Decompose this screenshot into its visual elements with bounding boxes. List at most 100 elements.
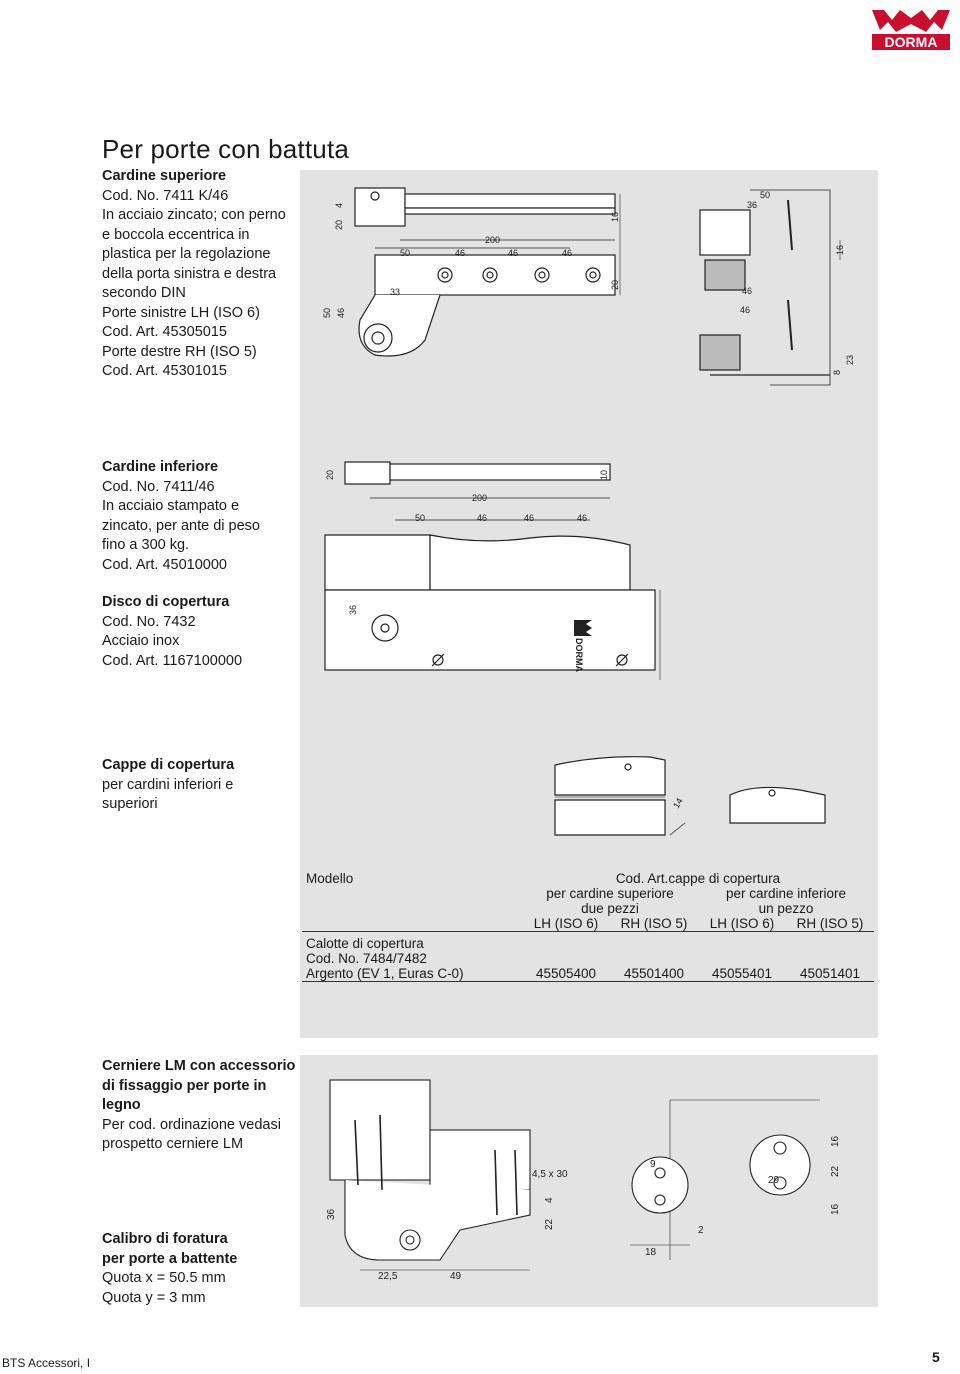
svg-text:200: 200 bbox=[485, 235, 500, 245]
gauge-text: Calibro di foratura per porte a battente… bbox=[102, 1230, 237, 1308]
table-row-label: Argento (EV 1, Euras C-0) bbox=[302, 966, 522, 982]
page-number: 5 bbox=[932, 1349, 940, 1365]
svg-text:22: 22 bbox=[830, 1165, 841, 1177]
text-line: Quota x = 50.5 mm bbox=[102, 1270, 226, 1286]
table-cell: 45501400 bbox=[610, 966, 698, 982]
svg-text:18: 18 bbox=[645, 1247, 657, 1258]
table-col-header: RH (ISO 5) bbox=[786, 916, 874, 932]
text-line: Per cod. ordinazione vedasi bbox=[102, 1116, 281, 1133]
svg-text:49: 49 bbox=[450, 1271, 462, 1282]
disc-text: Disco di copertura Cod. No. 7432 Acciaio… bbox=[102, 593, 242, 671]
text-line: Acciaio inox bbox=[102, 633, 180, 649]
table-header-cod-art: Cod. Art.cappe di copertura bbox=[615, 871, 781, 886]
upper-hinge-text: Cardine superiore Cod. No. 7411 K/46 In … bbox=[102, 167, 286, 382]
svg-text:9: 9 bbox=[650, 1159, 656, 1170]
svg-text:46: 46 bbox=[508, 248, 518, 258]
table-header-modello: Modello bbox=[306, 871, 354, 886]
table-col-header: LH (ISO 6) bbox=[522, 916, 610, 932]
svg-text:46: 46 bbox=[742, 286, 752, 296]
text-line: Porte sinistre LH (ISO 6) bbox=[102, 304, 260, 321]
table-row-label: Cod. No. 7484/7482 bbox=[306, 951, 427, 966]
svg-text:4: 4 bbox=[544, 1197, 555, 1203]
svg-text:36: 36 bbox=[326, 1208, 337, 1220]
svg-text:46: 46 bbox=[336, 308, 346, 318]
svg-text:200: 200 bbox=[472, 493, 487, 503]
lm-heading: legno bbox=[102, 1097, 141, 1113]
svg-text:20: 20 bbox=[334, 220, 344, 230]
svg-text:20: 20 bbox=[610, 280, 620, 290]
table-cell: 45505400 bbox=[522, 966, 610, 982]
svg-text:50: 50 bbox=[415, 513, 425, 523]
table-header-sup-sub: due pezzi bbox=[581, 901, 639, 916]
svg-text:16: 16 bbox=[610, 212, 620, 222]
table-col-header: RH (ISO 5) bbox=[610, 916, 698, 932]
table-header-inf-sub: un pezzo bbox=[758, 901, 814, 916]
table-cell: 45051401 bbox=[786, 966, 874, 982]
svg-text:50: 50 bbox=[322, 308, 332, 318]
logo-text: DORMA bbox=[885, 34, 938, 50]
lm-heading: Cerniere LM con accessorio bbox=[102, 1058, 296, 1074]
svg-text:36: 36 bbox=[747, 200, 757, 210]
upper-hinge-heading: Cardine superiore bbox=[102, 168, 227, 184]
text-line: Cod. Art. 45305015 bbox=[102, 324, 227, 340]
text-line: superiori bbox=[102, 796, 158, 812]
text-line: Quota y = 3 mm bbox=[102, 1289, 206, 1306]
text-line: Cod. Art. 45010000 bbox=[102, 556, 227, 573]
disc-logo-text: DORMA bbox=[574, 638, 584, 672]
table-cell: 45055401 bbox=[698, 966, 786, 982]
dorma-logo: DORMA bbox=[870, 6, 952, 52]
svg-text:46: 46 bbox=[477, 513, 487, 523]
table-header-sup: per cardine superiore bbox=[546, 886, 674, 901]
disc-heading: Disco di copertura bbox=[102, 594, 230, 610]
text-line: Cod. No. 7432 bbox=[102, 613, 196, 630]
caps-text: Cappe di copertura per cardini inferiori… bbox=[102, 756, 234, 815]
gauge-heading: Calibro di foratura bbox=[102, 1231, 228, 1247]
text-line: prospetto cerniere LM bbox=[102, 1136, 244, 1152]
page-title: Per porte con battuta bbox=[102, 134, 350, 164]
text-line: In acciaio zincato; con perno bbox=[102, 207, 286, 223]
table-header-inf: per cardine inferiore bbox=[725, 886, 847, 901]
svg-text:16: 16 bbox=[830, 1203, 841, 1215]
svg-text:46: 46 bbox=[562, 248, 572, 258]
text-line: plastica per la regolazione bbox=[102, 246, 271, 262]
caps-table: Modello Cod. Art.cappe di copertura per … bbox=[302, 871, 874, 982]
svg-text:50: 50 bbox=[760, 190, 770, 200]
svg-text:36: 36 bbox=[348, 605, 358, 615]
svg-text:8: 8 bbox=[832, 370, 842, 375]
lm-hinge-text: Cerniere LM con accessorio di fissaggio … bbox=[102, 1057, 295, 1155]
lower-hinge-text: Cardine inferiore Cod. No. 7411/46 In ac… bbox=[102, 458, 260, 575]
svg-text:46: 46 bbox=[524, 513, 534, 523]
text-line: Cod. Art. 45301015 bbox=[102, 363, 227, 379]
svg-text:4,5 x 30: 4,5 x 30 bbox=[532, 1169, 568, 1180]
text-line: Cod. No. 7411/46 bbox=[102, 478, 215, 495]
text-line: zincato, per ante di peso bbox=[102, 517, 260, 534]
svg-text:46: 46 bbox=[577, 513, 587, 523]
lm-heading: di fissaggio per porte in bbox=[102, 1077, 267, 1094]
svg-text:2: 2 bbox=[698, 1225, 704, 1236]
text-line: fino a 300 kg. bbox=[102, 537, 190, 553]
upper-hinge-drawing: 20 4 200 50 46 46 46 16 33 50 46 20 50 3… bbox=[322, 187, 855, 386]
svg-text:16: 16 bbox=[835, 245, 845, 255]
lower-hinge-drawing: 20 200 10 50 46 46 46 36 DORMA bbox=[324, 461, 661, 680]
svg-text:14: 14 bbox=[671, 796, 685, 810]
footer-left: BTS Accessori, I bbox=[2, 1356, 91, 1370]
text-line: e boccola eccentrica in bbox=[102, 226, 250, 243]
caps-drawing: 14 bbox=[554, 756, 826, 836]
svg-text:46: 46 bbox=[740, 305, 750, 315]
text-line: Cod. Art. 1167100000 bbox=[102, 652, 243, 669]
svg-text:29: 29 bbox=[768, 1175, 780, 1186]
text-line: secondo DIN bbox=[102, 285, 186, 301]
svg-text:10: 10 bbox=[599, 470, 609, 480]
text-line: Porte destre RH (ISO 5) bbox=[102, 343, 257, 360]
lower-hinge-heading: Cardine inferiore bbox=[102, 459, 219, 475]
svg-text:23: 23 bbox=[845, 355, 855, 365]
svg-text:46: 46 bbox=[455, 248, 465, 258]
gauge-heading: per porte a battente bbox=[102, 1250, 238, 1267]
text-line: della porta sinistra e destra bbox=[102, 265, 277, 282]
svg-text:22: 22 bbox=[544, 1218, 555, 1230]
table-col-header: LH (ISO 6) bbox=[698, 916, 786, 932]
text-line: Cod. No. 7411 K/46 bbox=[102, 187, 229, 204]
text-line: per cardini inferiori e bbox=[102, 776, 234, 793]
caps-heading: Cappe di copertura bbox=[102, 757, 235, 773]
svg-text:16: 16 bbox=[830, 1135, 841, 1147]
